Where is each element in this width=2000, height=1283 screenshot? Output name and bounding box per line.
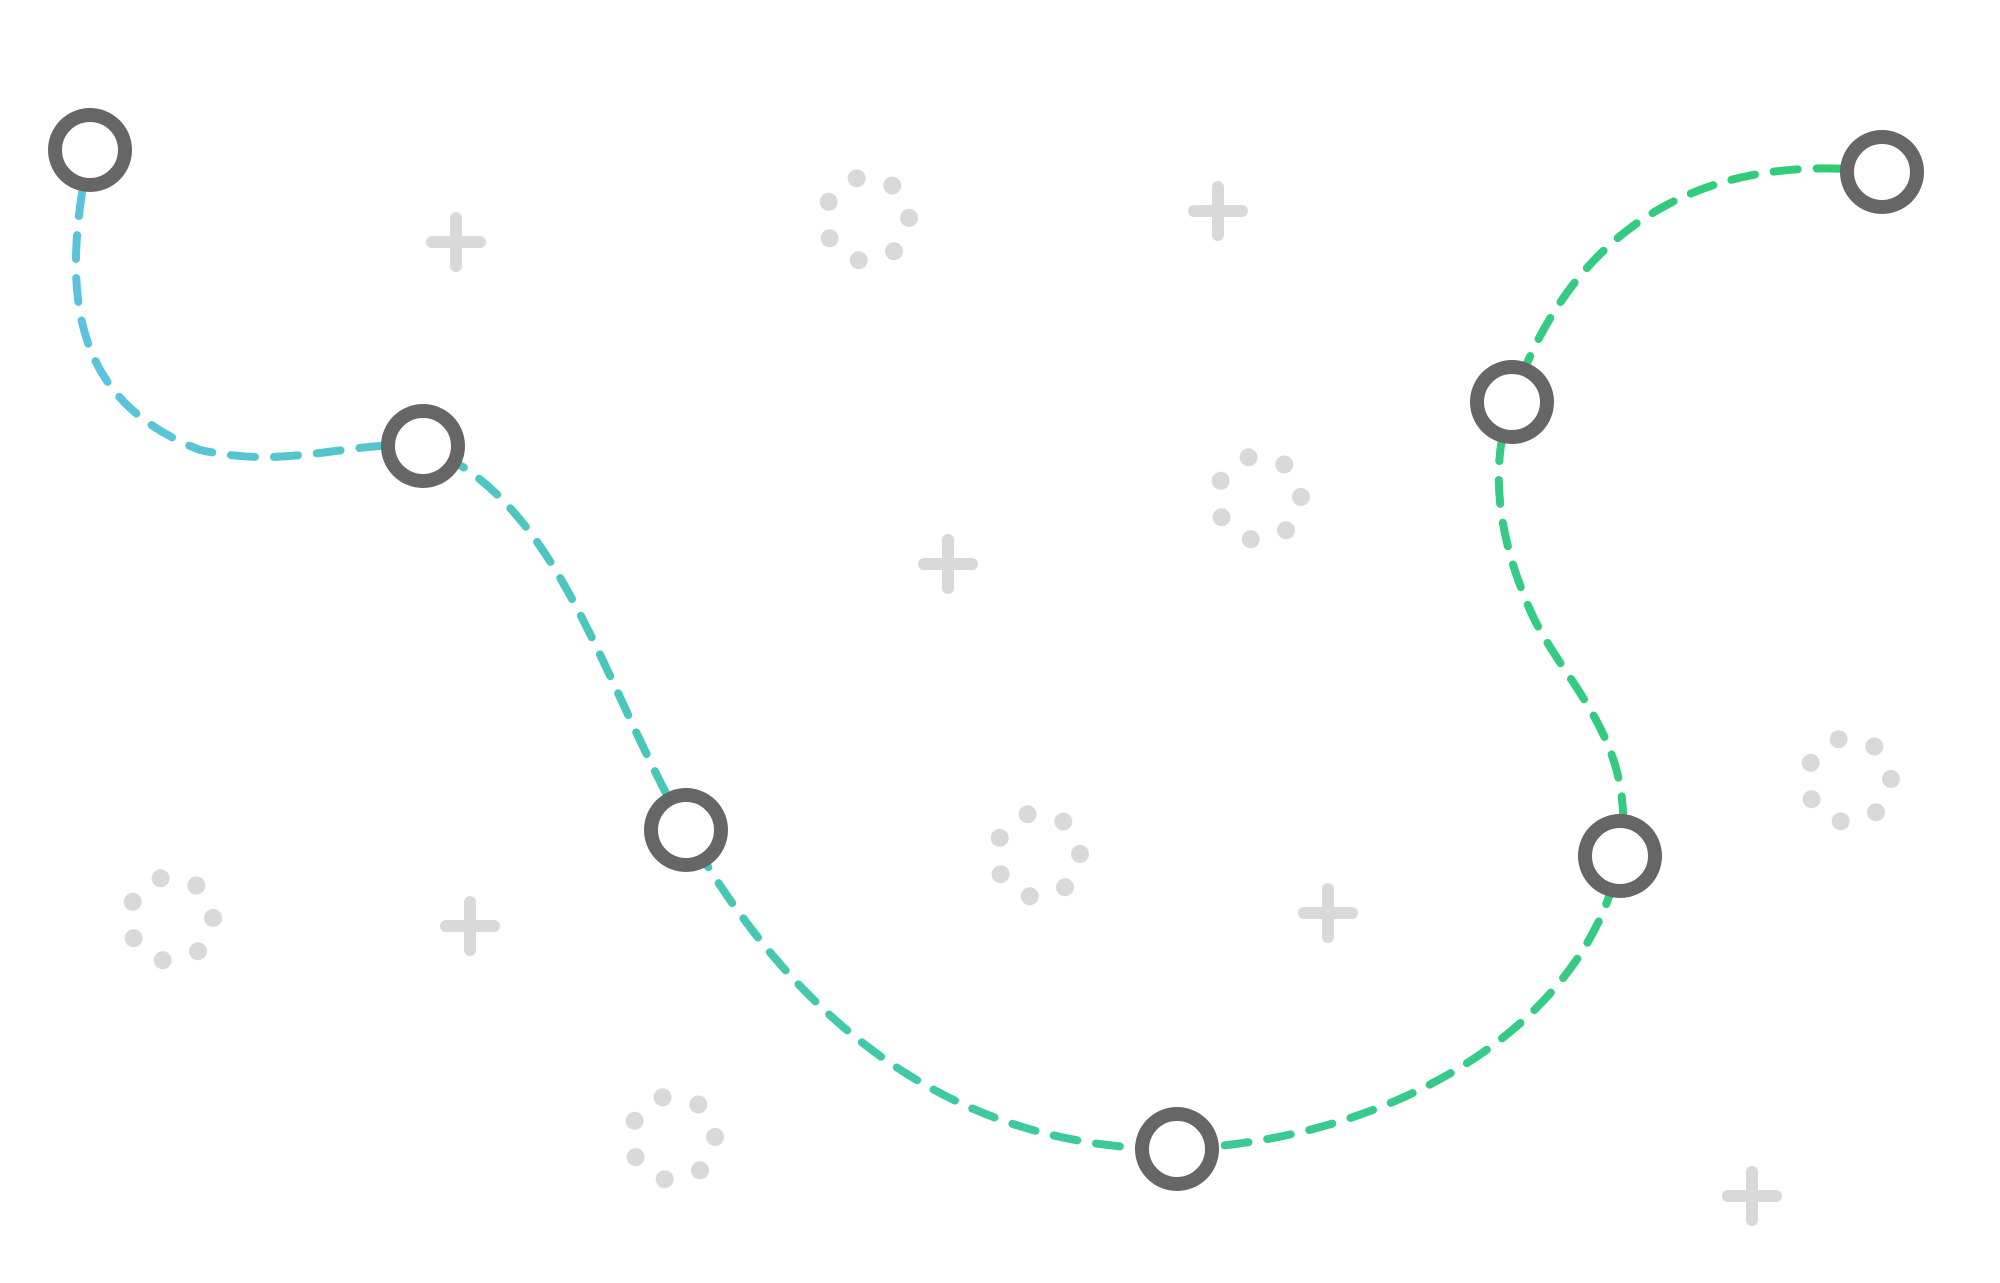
dot	[1277, 521, 1295, 540]
dot	[691, 1161, 709, 1180]
route-node-5	[1578, 814, 1662, 898]
dot	[187, 876, 206, 895]
dot	[1292, 487, 1310, 506]
dot	[1020, 887, 1039, 906]
dot	[847, 169, 866, 188]
dot	[1071, 844, 1089, 863]
route-node-6	[1470, 360, 1554, 444]
dot-ring-icon	[990, 805, 1089, 906]
plus-icon	[1298, 883, 1358, 943]
dot	[151, 869, 170, 888]
dot	[1829, 730, 1848, 749]
dot	[124, 929, 143, 948]
dot	[883, 176, 902, 195]
dot	[885, 242, 903, 261]
dot	[625, 1111, 644, 1130]
route-node-3	[644, 788, 728, 872]
dot	[655, 1170, 674, 1189]
dot-ring-icon	[819, 169, 918, 270]
dot	[653, 1088, 672, 1107]
dot	[1275, 455, 1294, 474]
dot	[1018, 805, 1037, 824]
route-nodes-layer	[48, 108, 1924, 1191]
dot	[1867, 803, 1885, 822]
dot	[1801, 753, 1820, 772]
dot-ring-icon	[1801, 730, 1900, 831]
dot	[626, 1148, 645, 1167]
dot	[1212, 508, 1231, 527]
route-path-layer	[71, 146, 1886, 1154]
plus-icon	[1188, 181, 1248, 241]
dot	[123, 892, 142, 911]
route-node-4	[1135, 1107, 1219, 1191]
plus-icon	[918, 534, 978, 594]
dot	[1211, 471, 1230, 490]
dot	[706, 1127, 724, 1146]
dot	[990, 828, 1009, 847]
dot	[204, 908, 222, 927]
dot	[689, 1095, 708, 1114]
route-dashed-path	[71, 146, 1886, 1154]
dot-ring-icon	[1211, 448, 1310, 549]
dot	[819, 192, 838, 211]
dot	[1054, 812, 1073, 831]
dot	[1056, 878, 1074, 897]
dot	[1241, 530, 1260, 549]
dot	[991, 865, 1010, 884]
dot	[1865, 737, 1884, 756]
background-decorations	[123, 169, 1900, 1226]
dot	[1802, 790, 1821, 809]
route-node-7	[1840, 130, 1924, 214]
dot	[1882, 769, 1900, 788]
dot	[900, 208, 918, 227]
plus-icon	[426, 212, 486, 272]
dot	[153, 951, 172, 970]
dot	[820, 229, 839, 248]
dot	[849, 251, 868, 270]
route-node-1	[48, 108, 132, 192]
plus-icon	[1722, 1166, 1782, 1226]
dot-ring-icon	[625, 1088, 724, 1189]
dot-ring-icon	[123, 869, 222, 970]
plus-icon	[440, 896, 500, 956]
route-node-2	[381, 404, 465, 488]
dot	[1831, 812, 1850, 831]
dot	[189, 942, 207, 961]
dot	[1239, 448, 1258, 467]
